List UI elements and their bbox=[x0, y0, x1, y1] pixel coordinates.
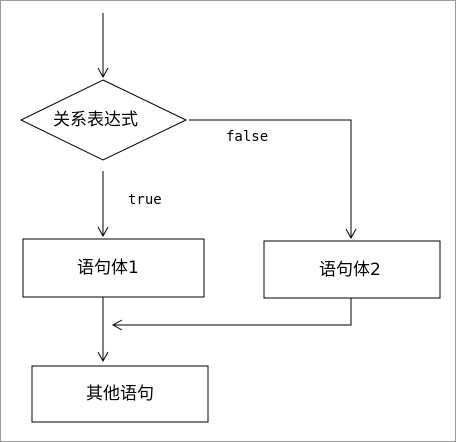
false-label: false bbox=[226, 129, 269, 145]
false-block-label: 语句体2 bbox=[319, 260, 381, 280]
false-arrow bbox=[189, 119, 357, 240]
true-block-label: 语句体1 bbox=[77, 258, 139, 278]
next-block-label: 其他语句 bbox=[86, 384, 154, 404]
condition-diamond bbox=[19, 79, 188, 161]
true-block-box bbox=[22, 238, 205, 298]
merge-arrow bbox=[111, 298, 352, 331]
true-label: true bbox=[128, 192, 162, 208]
next-block-box bbox=[31, 365, 209, 423]
false-block-box bbox=[263, 240, 441, 299]
condition-label: 关系表达式 bbox=[53, 110, 138, 130]
